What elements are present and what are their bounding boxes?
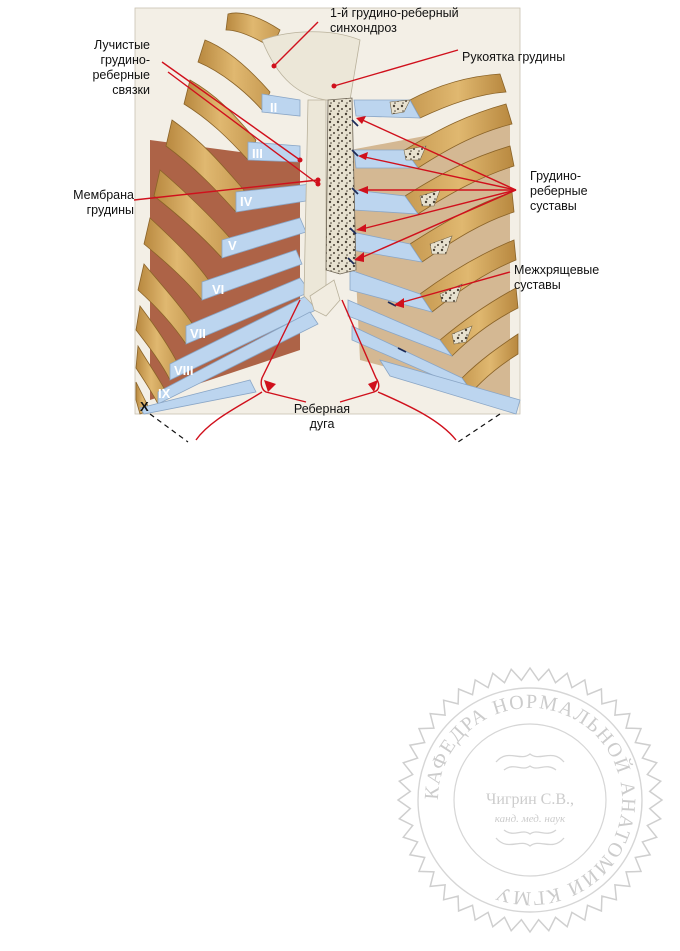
seal-degree: канд. мед. наук	[495, 813, 566, 825]
rib-number: IV	[240, 194, 253, 209]
rib-number-labels: II III IV V VI VII VIII IX X	[140, 100, 277, 414]
label-line: Реберная	[293, 402, 351, 416]
label-line: суставы	[514, 278, 561, 292]
radiate-ligaments-label: Лучистые грудино- реберные связки	[78, 38, 150, 98]
seal-ornament	[495, 753, 565, 847]
label-line: суставы	[530, 199, 577, 213]
rib-cage-diagram: II III IV V VI VII VIII IX X	[133, 7, 521, 443]
membrane-label: Мембрана грудины	[60, 188, 134, 218]
label-line: Грудино-	[530, 169, 582, 183]
sternocostal-joints-label: Грудино- реберные суставы	[530, 169, 588, 214]
label-line: грудины	[86, 203, 134, 217]
label-line: реберные	[92, 68, 150, 82]
synchondrosis-label: 1-й грудино-реберный синхондроз	[330, 6, 459, 36]
label-line: дуга	[309, 417, 335, 431]
pointer-arrowheads	[264, 116, 404, 392]
rib-number: II	[270, 100, 277, 115]
label-line: грудино-	[100, 53, 151, 67]
pointer-lines	[133, 21, 517, 441]
rib-number: IX	[158, 386, 171, 401]
dashed-arch-ends	[149, 413, 501, 443]
rib-number: V	[228, 238, 237, 253]
label-line: Межхрящевые	[514, 263, 600, 277]
label-line: синхондроз	[330, 21, 397, 35]
label-line: Лучистые	[94, 38, 150, 52]
rib-cross-sections	[389, 99, 473, 345]
rib-number: VI	[212, 282, 224, 297]
label-line: связки	[112, 83, 150, 97]
seal-serrated-edge	[396, 666, 664, 934]
sternum	[261, 31, 361, 317]
rib-number: VIII	[174, 363, 194, 378]
costal-arch-label: Реберная дуга	[282, 402, 362, 432]
manubrium-label: Рукоятка грудины	[462, 50, 565, 65]
seal-name: Чигрин С.В.,	[486, 791, 574, 808]
costal-cartilages-right	[347, 99, 521, 415]
label-line: реберные	[530, 184, 588, 198]
rib-number: III	[252, 146, 263, 161]
pointer-dots	[271, 63, 337, 187]
rib-number: VII	[190, 326, 206, 341]
label-line: Мембрана	[73, 188, 134, 202]
left-ribs	[135, 12, 281, 415]
interchondral-joints-label: Межхрящевые суставы	[514, 263, 599, 293]
label-line: 1-й грудино-реберный	[330, 6, 459, 20]
department-seal-watermark: КАФЕДРА НОРМАЛЬНОЙ АНАТОМИИ КГМУ Чигрин …	[396, 666, 664, 934]
illustration: II III IV V VI VII VIII IX X	[134, 7, 521, 415]
label-line: Рукоятка грудины	[462, 50, 566, 64]
rib-number: X	[140, 399, 149, 414]
joint-markers	[347, 119, 407, 353]
